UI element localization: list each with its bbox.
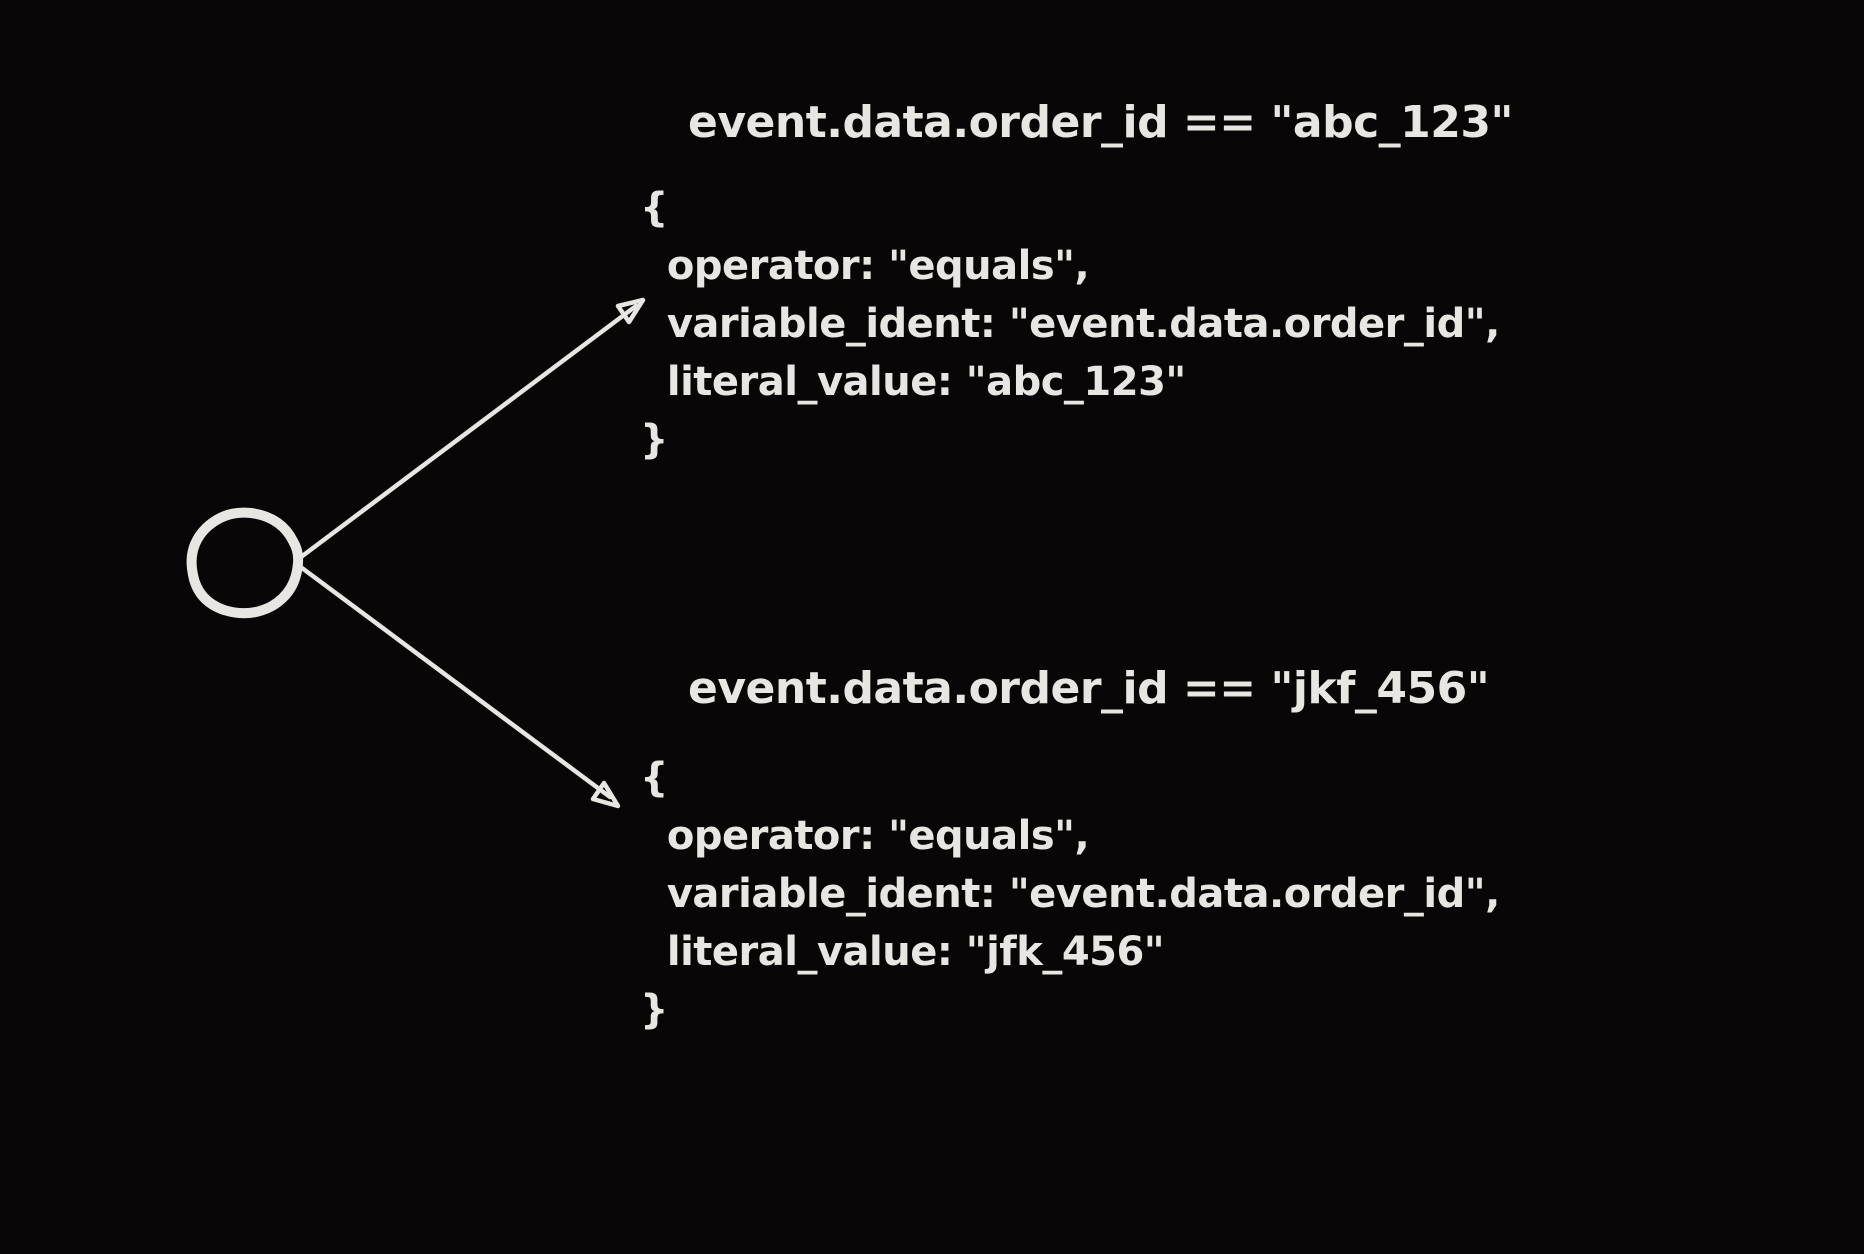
arrow-to-branch-1-head — [615, 297, 646, 325]
arrow-to-branch-1 — [298, 303, 639, 560]
condition-node-icon — [186, 507, 304, 619]
branch-2-expression: event.data.order_id == "jkf_456" — [688, 663, 1490, 714]
branch-2-code-block: { operator: "equals", variable_ident: "e… — [640, 755, 1500, 1033]
branch-1-expression: event.data.order_id == "abc_123" — [688, 97, 1513, 148]
arrow-to-branch-2-head — [590, 780, 621, 809]
branch-1-code-block: { operator: "equals", variable_ident: "e… — [640, 185, 1500, 463]
arrow-to-branch-2 — [299, 565, 613, 800]
